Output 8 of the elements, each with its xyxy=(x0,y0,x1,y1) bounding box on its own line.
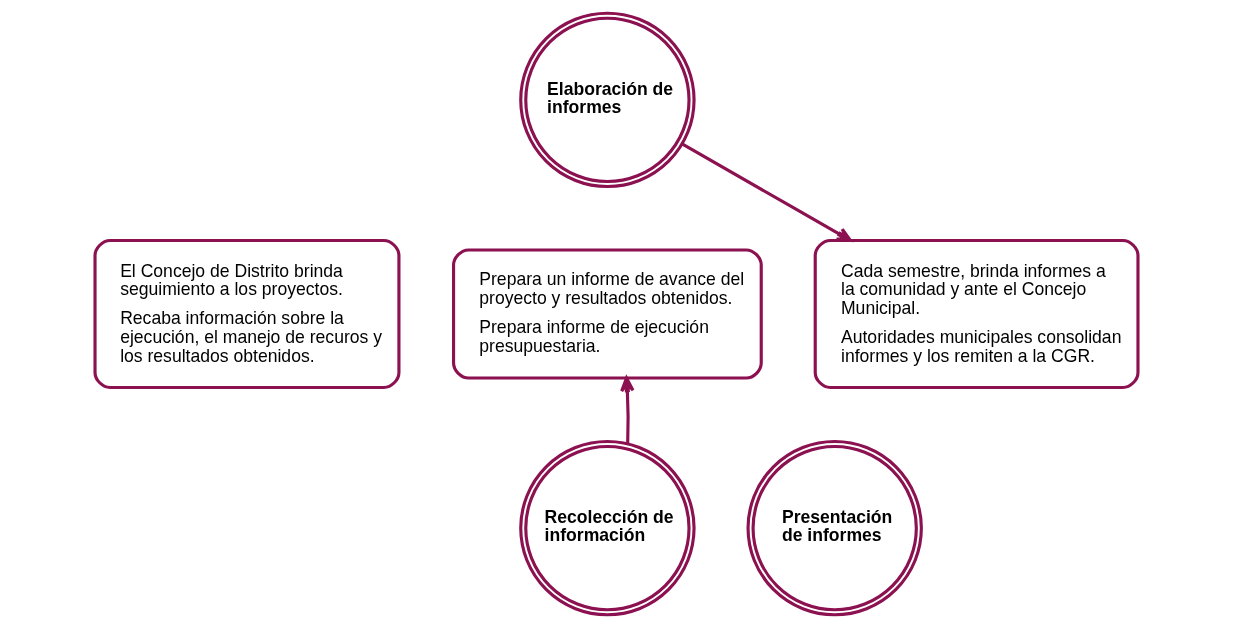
node-box: Prepara un informe de avance del proyecto y resultados obtenidos. Prepara informe de ejecución presupuestaria. xyxy=(452,248,763,380)
node-box: El Concejo de Distrito brinda seguimiento a los proyectos. Recaba información sobre la ejecución, el manejo de recuros y los resultados obtenidos. xyxy=(93,238,401,390)
arrow xyxy=(681,142,852,242)
node-circle: Recolección de información xyxy=(519,439,696,617)
arrow xyxy=(620,376,635,444)
node-box: Cada semestre, brinda informes a la comunidad y ante el Concejo Municipal. Autoridades municipales consolidan informes y los remiten a la CGR. xyxy=(813,238,1140,390)
node-circle: Elaboración de informes xyxy=(519,11,696,189)
node-circle: Presentación de informes xyxy=(746,439,923,617)
